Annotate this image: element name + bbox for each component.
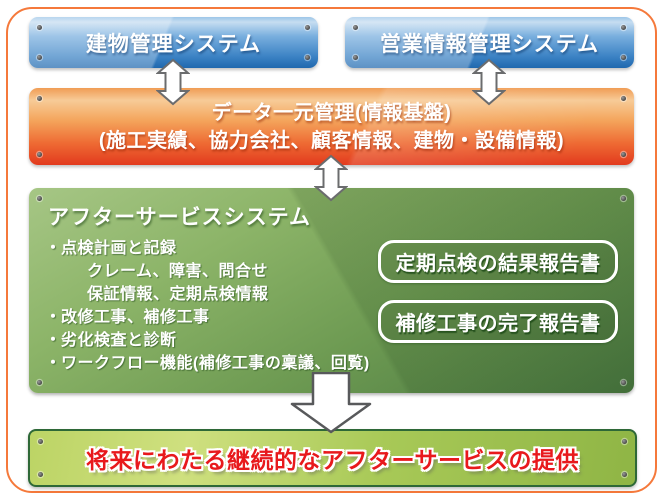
building-management-system-label: 建物管理システム bbox=[85, 32, 262, 56]
repair-completion-report-label: 補修工事の完了報告書 bbox=[395, 313, 601, 335]
double-arrow-icon bbox=[472, 58, 506, 106]
data-management-title: データ一元管理(情報基盤) bbox=[211, 101, 452, 124]
screw-icon bbox=[622, 439, 627, 444]
list-item: ・劣化検査と診断 bbox=[45, 329, 370, 352]
screw-icon bbox=[37, 380, 42, 385]
screw-icon bbox=[37, 96, 42, 101]
screw-icon bbox=[305, 55, 310, 60]
screw-icon bbox=[621, 380, 626, 385]
bullet-icon: ・ bbox=[45, 240, 62, 257]
screw-icon bbox=[621, 55, 626, 60]
after-service-system-title: アフターサービスシステム bbox=[48, 206, 311, 229]
double-arrow-icon bbox=[314, 154, 348, 202]
continuous-service-banner: 将来にわたる継続的なアフターサービスの提供 bbox=[28, 429, 637, 487]
data-management-detail: (施工実績、協力会社、顧客情報、建物・設備情報) bbox=[98, 129, 565, 152]
screw-icon bbox=[37, 55, 42, 60]
screw-icon bbox=[621, 196, 626, 201]
screw-icon bbox=[37, 152, 42, 157]
periodic-inspection-report-label: 定期点検の結果報告書 bbox=[395, 253, 601, 275]
diagram-frame bbox=[6, 7, 657, 493]
screw-icon bbox=[621, 25, 626, 30]
list-item: ・点検計画と記録 bbox=[45, 237, 370, 260]
list-item: 保証情報、定期点検情報 bbox=[87, 286, 269, 303]
list-item: ・ワークフロー機能(補修工事の稟議、回覧) bbox=[45, 352, 370, 375]
screw-icon bbox=[305, 25, 310, 30]
screw-icon bbox=[622, 472, 627, 477]
sales-information-system-label: 営業情報管理システム bbox=[379, 32, 600, 56]
feature-list: ・点検計画と記録 クレーム、障害、問合せ 保証情報、定期点検情報 ・改修工事、補… bbox=[45, 237, 370, 375]
down-arrow-icon bbox=[289, 372, 373, 434]
bullet-icon: ・ bbox=[45, 332, 62, 349]
screw-icon bbox=[38, 472, 43, 477]
list-item: ・改修工事、補修工事 bbox=[45, 306, 370, 329]
sales-information-system-box: 営業情報管理システム bbox=[345, 17, 634, 68]
double-arrow-icon bbox=[156, 58, 190, 106]
screw-icon bbox=[621, 152, 626, 157]
periodic-inspection-report-box: 定期点検の結果報告書 bbox=[378, 240, 618, 283]
screw-icon bbox=[353, 25, 358, 30]
screw-icon bbox=[353, 55, 358, 60]
continuous-service-banner-label: 将来にわたる継続的なアフターサービスの提供 bbox=[85, 447, 580, 473]
repair-completion-report-box: 補修工事の完了報告書 bbox=[378, 300, 618, 343]
list-item: クレーム、障害、問合せ bbox=[87, 263, 269, 280]
data-management-box: データ一元管理(情報基盤) (施工実績、協力会社、顧客情報、建物・設備情報) bbox=[29, 88, 634, 165]
screw-icon bbox=[38, 439, 43, 444]
screw-icon bbox=[621, 96, 626, 101]
bullet-icon: ・ bbox=[45, 355, 62, 372]
screw-icon bbox=[37, 25, 42, 30]
screw-icon bbox=[37, 196, 42, 201]
after-service-system-box: アフターサービスシステム ・点検計画と記録 クレーム、障害、問合せ 保証情報、定… bbox=[29, 188, 634, 393]
bullet-icon: ・ bbox=[45, 309, 62, 326]
